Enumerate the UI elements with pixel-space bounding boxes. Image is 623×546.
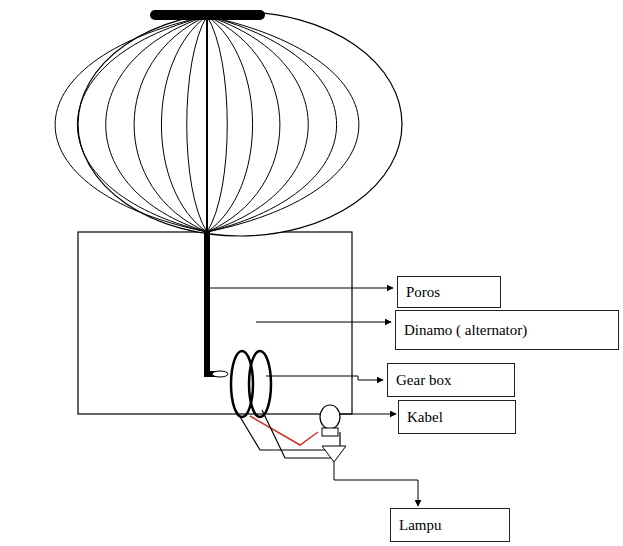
leader-line: [209, 288, 393, 289]
red-wire: [250, 416, 318, 445]
part-label: Poros: [398, 284, 440, 301]
part-label: Dinamo ( alternator): [396, 322, 527, 339]
turbine-globe: [78, 12, 402, 236]
leader-line: [334, 462, 418, 506]
top-cap: [150, 10, 265, 20]
leader-line: [256, 322, 391, 323]
vane-line: [55, 16, 359, 232]
vane-line: [134, 16, 280, 232]
vane-line: [77, 16, 336, 232]
part-label: Lampu: [391, 517, 442, 534]
leader-line: [266, 376, 383, 380]
dynamo-coil: [249, 351, 271, 417]
label-box: Kabel: [398, 400, 516, 434]
vane-line: [161, 16, 252, 232]
vane-line: [187, 16, 228, 232]
shaft: [207, 232, 222, 374]
leader-line: [340, 414, 396, 415]
lamp-base: [322, 428, 338, 436]
label-box: Poros: [397, 276, 501, 308]
lamp-bulb: [320, 405, 340, 429]
vane-line: [106, 16, 309, 232]
label-box: Lampu: [390, 508, 510, 542]
turbine-vanes: [55, 16, 359, 232]
shaft-gear: [212, 371, 228, 377]
housing-box: [78, 232, 352, 414]
part-label: Kabel: [399, 409, 443, 426]
vane-line: [206, 16, 208, 232]
label-box: Dinamo ( alternator): [395, 310, 619, 350]
part-label: Gear box: [388, 372, 451, 389]
label-box: Gear box: [387, 363, 515, 397]
lamp-socket: [322, 446, 346, 462]
